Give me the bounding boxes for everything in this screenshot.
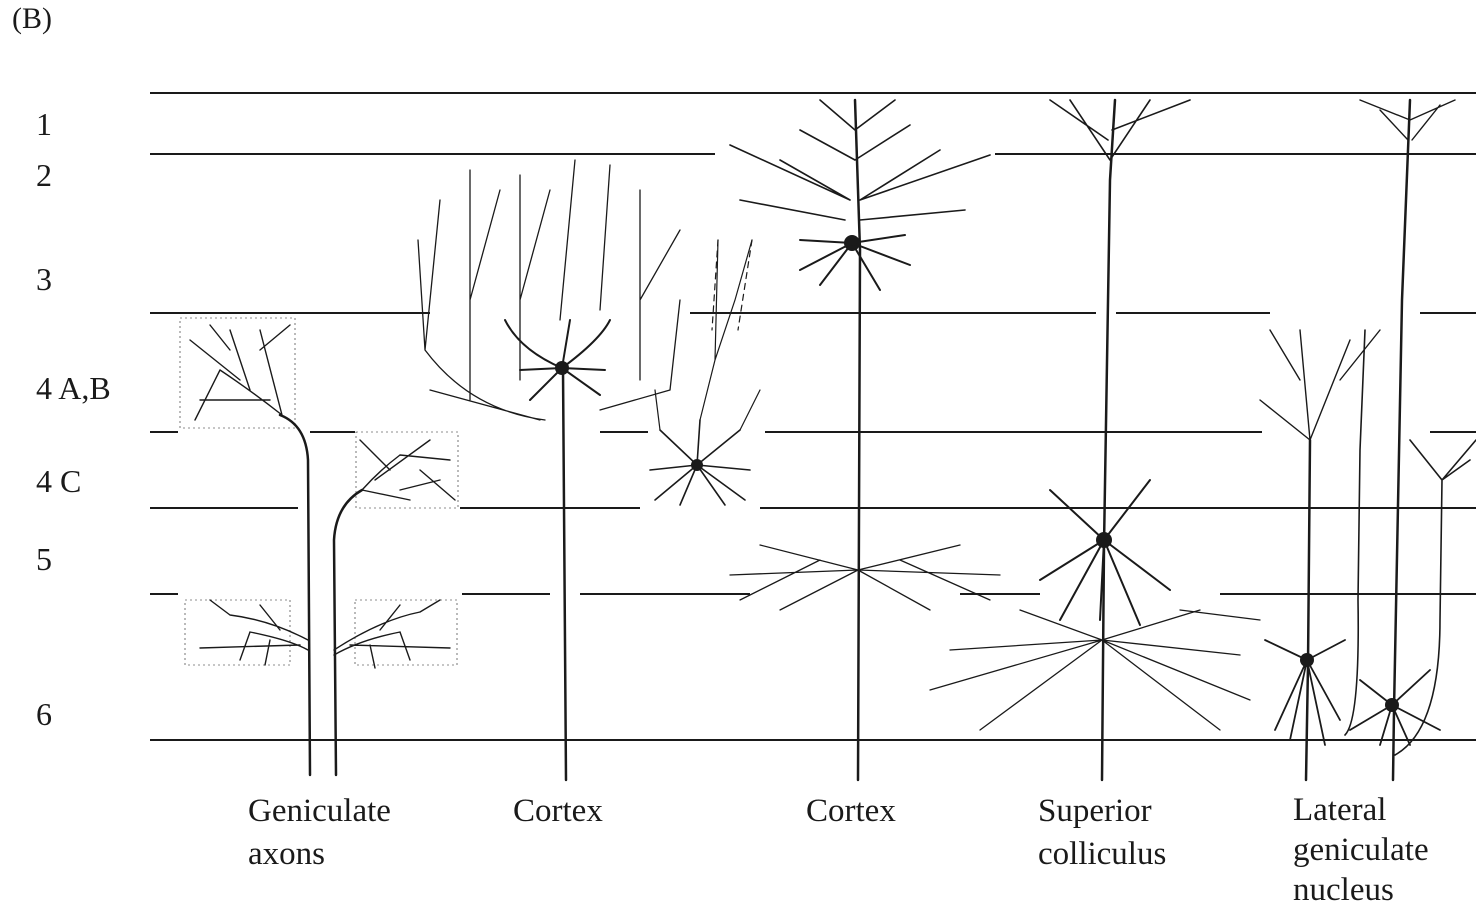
- geniculate-axons-drawing: [180, 318, 458, 775]
- label-superior-colliculus: Superior colliculus: [1038, 790, 1166, 876]
- label-lateral-geniculate-line2: geniculate: [1293, 830, 1429, 870]
- cortex-a-drawing: [418, 160, 680, 780]
- lateral-geniculate-drawing: [1260, 100, 1476, 780]
- label-lateral-geniculate-line3: nucleus: [1293, 870, 1429, 910]
- label-geniculate-axons: Geniculate axons: [248, 790, 391, 876]
- label-lateral-geniculate-line1: Lateral: [1293, 790, 1429, 830]
- layer-boundaries: [150, 93, 1476, 740]
- label-cortex-a: Cortex: [513, 790, 603, 833]
- label-superior-colliculus-line1: Superior: [1038, 790, 1166, 833]
- label-cortex-b: Cortex: [806, 790, 896, 833]
- cortex-stellate-4c-drawing: [650, 240, 760, 505]
- label-geniculate-axons-line1: Geniculate: [248, 790, 391, 833]
- label-lateral-geniculate: Lateral geniculate nucleus: [1293, 790, 1429, 910]
- label-cortex-a-line1: Cortex: [513, 790, 603, 833]
- label-cortex-b-line1: Cortex: [806, 790, 896, 833]
- cortex-b-drawing: [730, 100, 1000, 780]
- label-superior-colliculus-line2: colliculus: [1038, 833, 1166, 876]
- label-geniculate-axons-line2: axons: [248, 833, 391, 876]
- superior-colliculus-drawing: [930, 100, 1260, 780]
